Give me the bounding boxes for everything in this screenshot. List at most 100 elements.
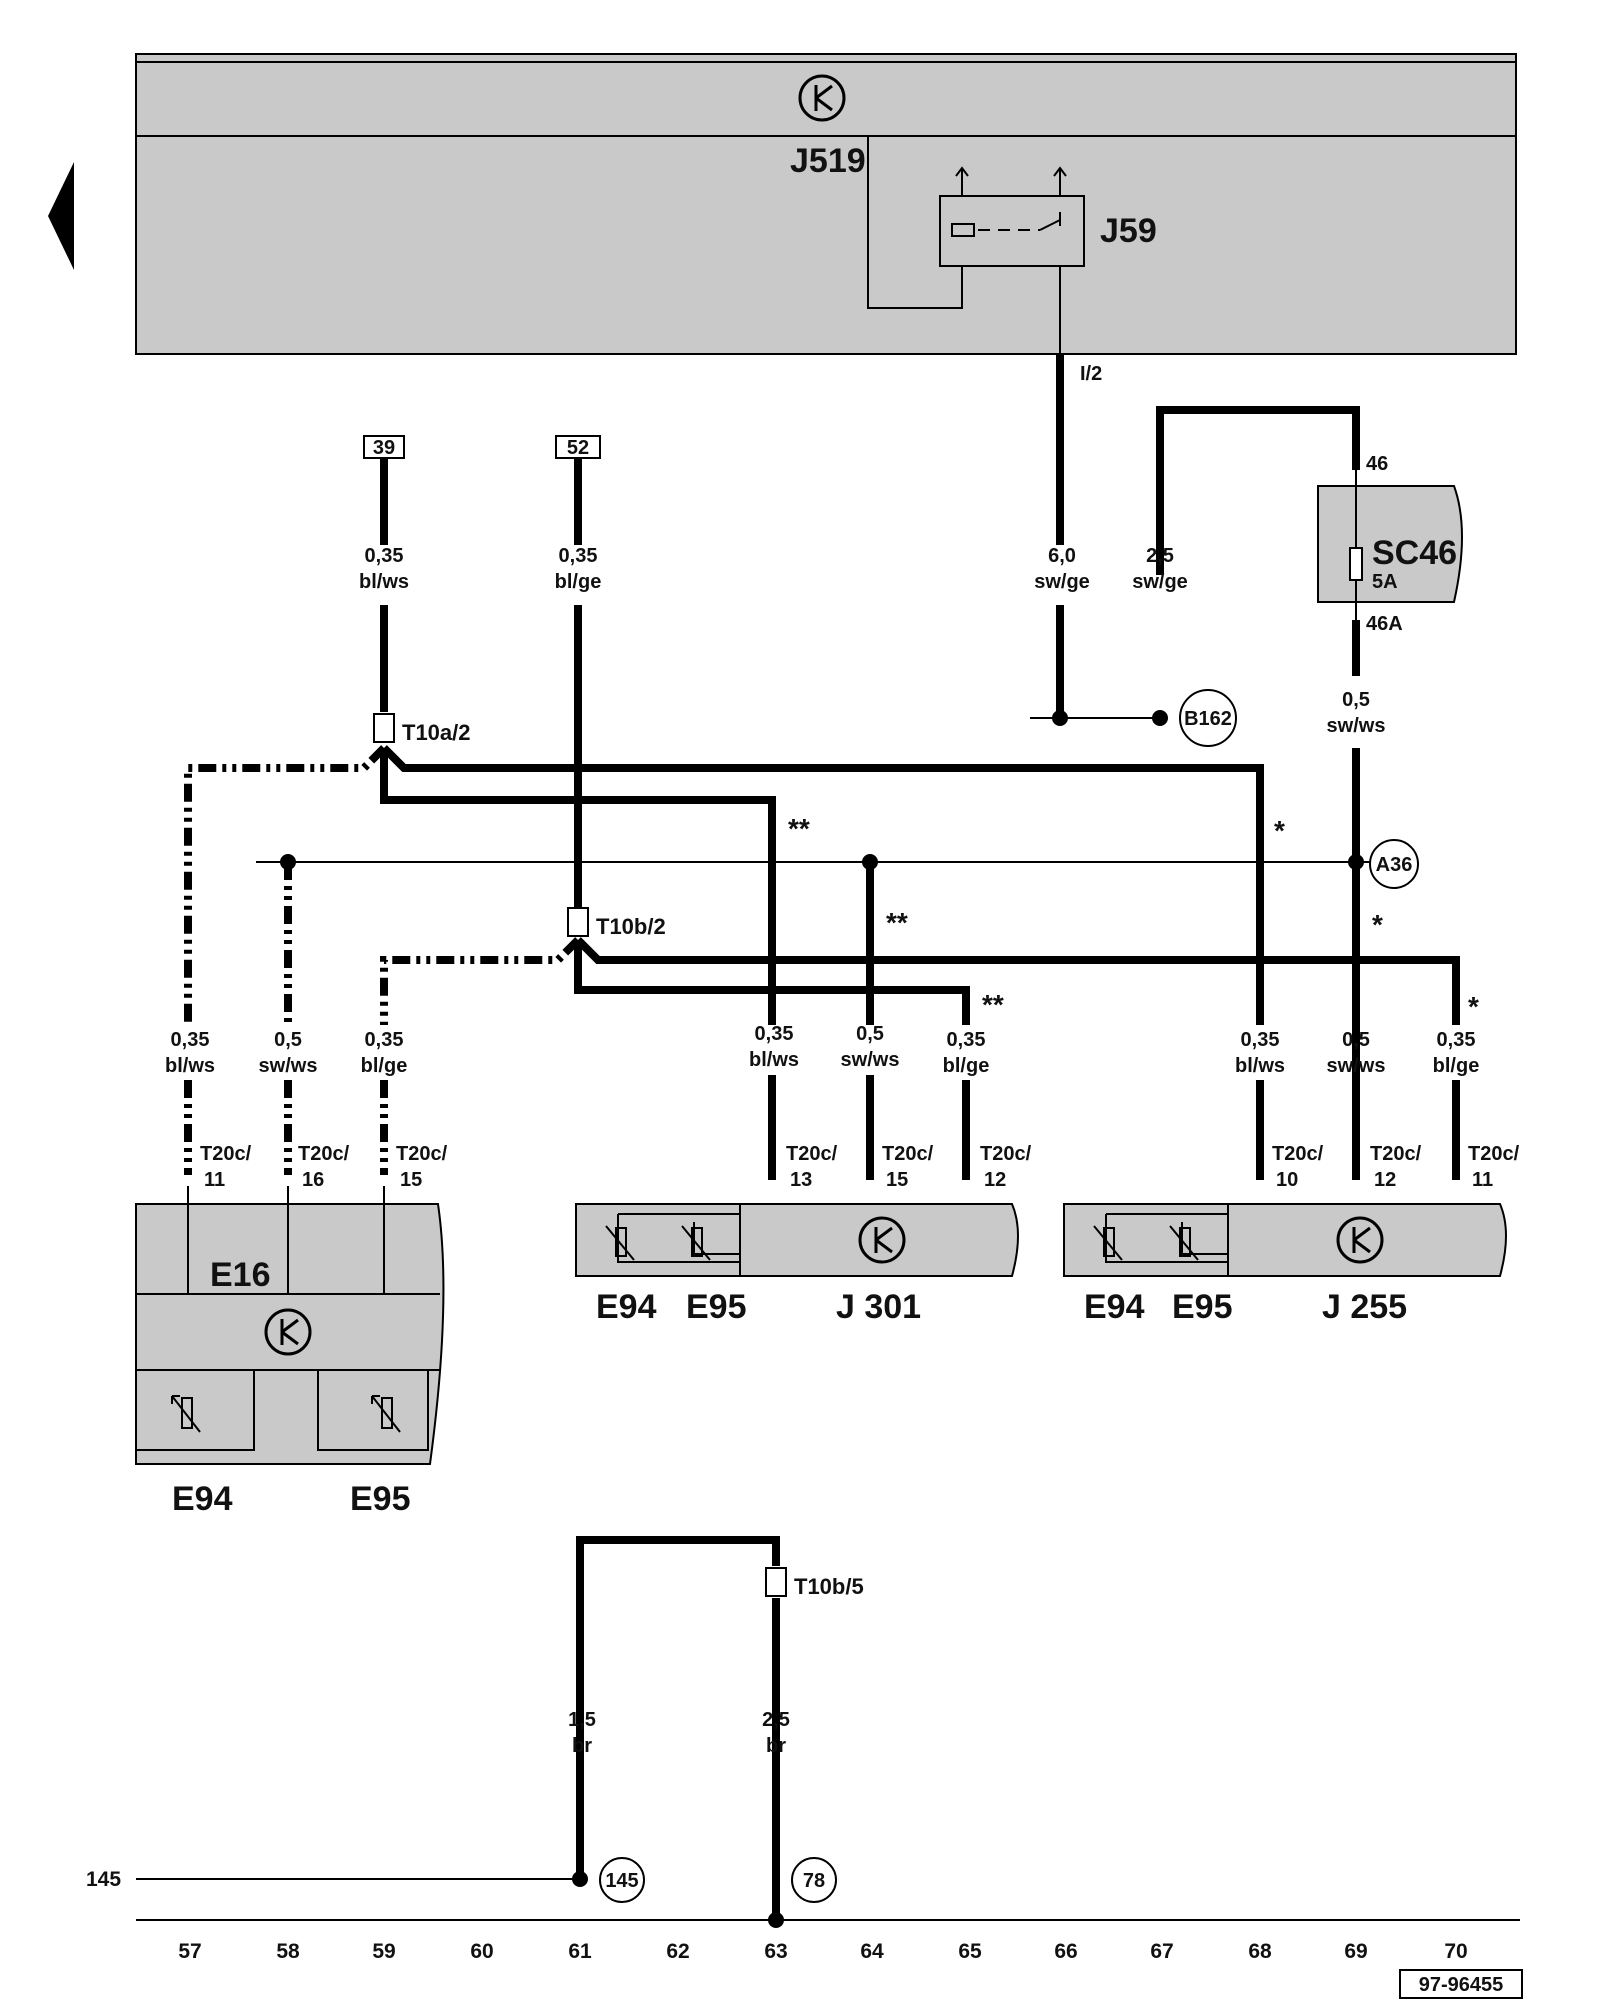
e95-label-c: E95 <box>1172 1288 1233 1326</box>
ref-39[interactable]: 39 <box>363 435 405 459</box>
wire-label-14: 0,35 bl/ge <box>1433 1029 1480 1077</box>
svg-text:br: br <box>766 1735 786 1757</box>
j59-label: J59 <box>1100 212 1157 250</box>
svg-text:bl/ws: bl/ws <box>1235 1055 1285 1077</box>
j301-module <box>575 1203 1019 1277</box>
svg-text:bl/ws: bl/ws <box>359 571 409 593</box>
svg-text:2,5: 2,5 <box>762 1709 790 1731</box>
terminal-46: 46 <box>1366 453 1388 475</box>
connector-icon <box>765 1567 787 1597</box>
svg-text:12: 12 <box>1374 1169 1396 1191</box>
marker-star-1: * <box>1274 815 1285 846</box>
svg-text:B162: B162 <box>1184 708 1232 730</box>
e95-label-a: E95 <box>350 1480 411 1518</box>
svg-text:0,35: 0,35 <box>559 545 598 567</box>
pin-label-6: T20c/12 <box>980 1143 1032 1191</box>
svg-text:13: 13 <box>790 1169 812 1191</box>
marker-dstar-3: ** <box>982 989 1004 1020</box>
pin-label-7: T20c/10 <box>1272 1143 1324 1191</box>
svg-text:6,0: 6,0 <box>1048 545 1076 567</box>
svg-text:0,5: 0,5 <box>1342 689 1370 711</box>
pin-label-8: T20c/12 <box>1370 1143 1422 1191</box>
svg-text:0,35: 0,35 <box>1437 1029 1476 1051</box>
pin-label-2: T20c/16 <box>298 1143 350 1191</box>
j519-panel: J519 J59 <box>135 53 1517 355</box>
marker-dstar-2: ** <box>886 907 908 938</box>
terminal-46a: 46A <box>1366 613 1403 635</box>
svg-text:sw/ws: sw/ws <box>1327 715 1386 737</box>
svg-text:T10b/2: T10b/2 <box>596 914 666 939</box>
svg-text:0,35: 0,35 <box>171 1029 210 1051</box>
track-number: 62 <box>666 1940 689 1963</box>
svg-text:0,35: 0,35 <box>1241 1029 1280 1051</box>
svg-text:10: 10 <box>1276 1169 1298 1191</box>
ground-a36: A36 <box>1369 839 1419 889</box>
e94-label-a: E94 <box>172 1480 233 1518</box>
ground-145: 145 <box>599 1857 645 1903</box>
track-number: 67 <box>1150 1940 1173 1963</box>
track-number: 70 <box>1444 1940 1467 1963</box>
back-arrow-icon[interactable] <box>48 162 74 270</box>
svg-text:0,35: 0,35 <box>365 1029 404 1051</box>
wire-label-8: 0,35 bl/ge <box>361 1029 408 1077</box>
svg-text:sw/ws: sw/ws <box>259 1055 318 1077</box>
ground-78: 78 <box>791 1857 837 1903</box>
svg-text:16: 16 <box>302 1169 324 1191</box>
svg-text:bl/ge: bl/ge <box>1433 1055 1480 1077</box>
svg-text:0,5: 0,5 <box>274 1029 302 1051</box>
thermistor-icon <box>1169 1225 1199 1261</box>
svg-text:0,35: 0,35 <box>365 545 404 567</box>
ref-52[interactable]: 52 <box>555 435 601 459</box>
ref-145-left: 145 <box>86 1868 121 1891</box>
svg-text:bl/ws: bl/ws <box>749 1049 799 1071</box>
thermistor-icon <box>171 1395 201 1433</box>
connector-t10b5: T10b/5 <box>765 1567 864 1599</box>
track-number: 60 <box>470 1940 493 1963</box>
wire-label-1: 0,35 bl/ws <box>359 545 409 593</box>
pin-label-3: T20c/15 <box>396 1143 448 1191</box>
svg-text:39: 39 <box>373 437 395 459</box>
pin-label-5: T20c/15 <box>882 1143 934 1191</box>
track-number-row: 57 58 59 60 61 62 63 64 65 66 67 68 69 7… <box>178 1940 1467 1963</box>
svg-text:A36: A36 <box>1376 854 1413 876</box>
j255-label: J 255 <box>1322 1288 1407 1326</box>
svg-text:145: 145 <box>605 1870 638 1892</box>
wire-label-13: 0,5sw/ws <box>1327 1029 1386 1077</box>
svg-text:bl/ge: bl/ge <box>361 1055 408 1077</box>
e16-label: E16 <box>210 1256 271 1294</box>
svg-text:bl/ge: bl/ge <box>555 571 602 593</box>
e94-label-b: E94 <box>596 1288 657 1326</box>
pin-label-1: T20c/11 <box>200 1143 252 1191</box>
document-number: 97-96455 <box>1399 1969 1523 1999</box>
relay-coil-icon <box>951 223 975 237</box>
svg-text:bl/ge: bl/ge <box>943 1055 990 1077</box>
svg-text:1,5: 1,5 <box>568 1709 596 1731</box>
sc46-rating: 5A <box>1372 571 1398 593</box>
j519-label: J519 <box>790 142 866 180</box>
wire-label-4: 2,5sw/ge <box>1132 545 1188 593</box>
svg-text:br: br <box>572 1735 592 1757</box>
connector-t10b2: T10b/2 <box>567 907 666 939</box>
marker-dstar-1: ** <box>788 813 810 844</box>
pin-label-4: T20c/13 <box>786 1143 838 1191</box>
control-unit-icon <box>264 1308 312 1356</box>
marker-star-3: * <box>1468 991 1479 1022</box>
wire-label-10: 0,5sw/ws <box>841 1023 900 1071</box>
svg-text:T20c/: T20c/ <box>298 1143 350 1165</box>
wire-label-11: 0,35 bl/ge <box>943 1029 990 1077</box>
svg-text:15: 15 <box>886 1169 908 1191</box>
svg-text:0,5: 0,5 <box>1342 1029 1370 1051</box>
track-number: 65 <box>958 1940 982 1963</box>
svg-text:15: 15 <box>400 1169 422 1191</box>
svg-text:T20c/: T20c/ <box>200 1143 252 1165</box>
svg-text:0,35: 0,35 <box>947 1029 986 1051</box>
control-unit-icon <box>858 1216 906 1264</box>
thermistor-icon <box>681 1225 711 1261</box>
svg-text:T20c/: T20c/ <box>980 1143 1032 1165</box>
track-number: 58 <box>276 1940 300 1963</box>
fuse-icon <box>1349 547 1363 581</box>
svg-text:T20c/: T20c/ <box>396 1143 448 1165</box>
e94-label-c: E94 <box>1084 1288 1145 1326</box>
